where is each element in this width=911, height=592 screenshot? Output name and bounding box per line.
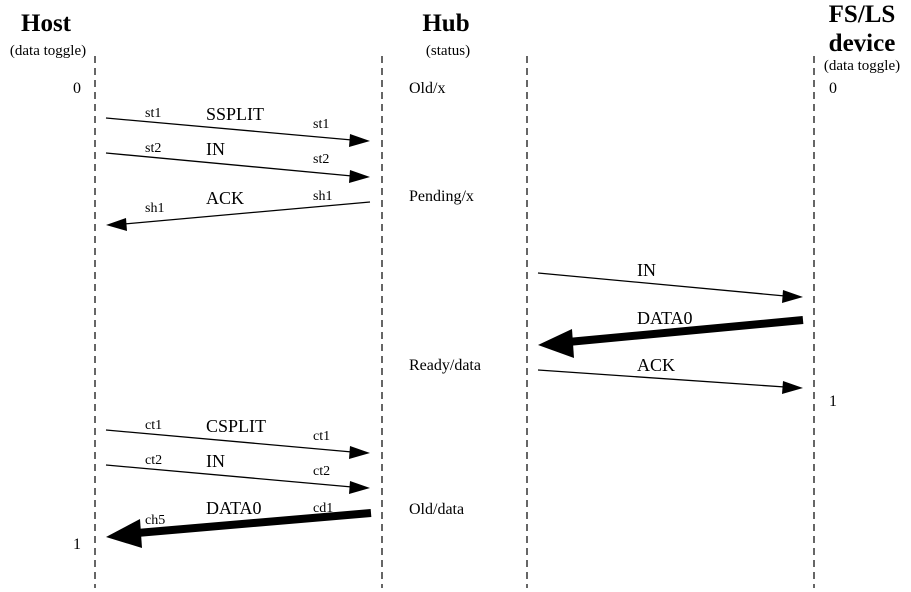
ack-start-right-tag: sh1 <box>313 189 332 204</box>
ack-device-arrow <box>537 369 803 394</box>
device-toggle-initial: 0 <box>829 80 837 97</box>
ack-device-label: ACK <box>637 355 675 375</box>
data0-host-right-tag: cd1 <box>313 501 333 516</box>
in-device-arrow <box>537 272 803 303</box>
data0-host-arrow <box>106 509 372 548</box>
in-start-left-tag: st2 <box>145 141 161 156</box>
data0-host-label: DATA0 <box>206 498 262 518</box>
device-subtitle: (data toggle) <box>824 58 900 74</box>
host-subtitle: (data toggle) <box>10 43 86 59</box>
csplit-left-tag: ct1 <box>145 418 162 433</box>
ssplit-right-tag: st1 <box>313 117 329 132</box>
host-title: Host <box>21 10 72 37</box>
in-device-label: IN <box>637 260 656 280</box>
hub-subtitle: (status) <box>426 43 470 59</box>
in-complete-left-tag: ct2 <box>145 453 162 468</box>
ack-start-left-tag: sh1 <box>145 201 164 216</box>
csplit-label: CSPLIT <box>206 416 266 436</box>
hub-status-ready: Ready/data <box>409 357 481 374</box>
in-start-arrow <box>105 152 370 183</box>
in-start-label: IN <box>206 139 225 159</box>
ack-start-arrow <box>106 201 371 231</box>
host-toggle-final: 1 <box>73 536 81 553</box>
ssplit-left-tag: st1 <box>145 106 161 121</box>
ssplit-arrow <box>105 117 370 147</box>
ack-start-label: ACK <box>206 188 244 208</box>
device-title-line2: device <box>829 30 896 57</box>
data0-host-left-tag: ch5 <box>145 513 165 528</box>
hub-title: Hub <box>422 10 469 37</box>
in-complete-right-tag: ct2 <box>313 464 330 479</box>
data0-device-arrow <box>538 316 804 358</box>
csplit-right-tag: ct1 <box>313 429 330 444</box>
hub-status-pending: Pending/x <box>409 188 474 205</box>
device-title-line1: FS/LS <box>829 1 896 28</box>
data0-device-label: DATA0 <box>637 308 693 328</box>
host-toggle-initial: 0 <box>73 80 81 97</box>
hub-status-old-data: Old/data <box>409 501 464 518</box>
in-complete-arrow <box>105 464 370 494</box>
ssplit-label: SSPLIT <box>206 104 264 124</box>
in-complete-label: IN <box>206 451 225 471</box>
csplit-arrow <box>105 429 370 459</box>
device-toggle-final: 1 <box>829 393 837 410</box>
in-start-right-tag: st2 <box>313 152 329 167</box>
hub-status-old-x: Old/x <box>409 80 445 97</box>
